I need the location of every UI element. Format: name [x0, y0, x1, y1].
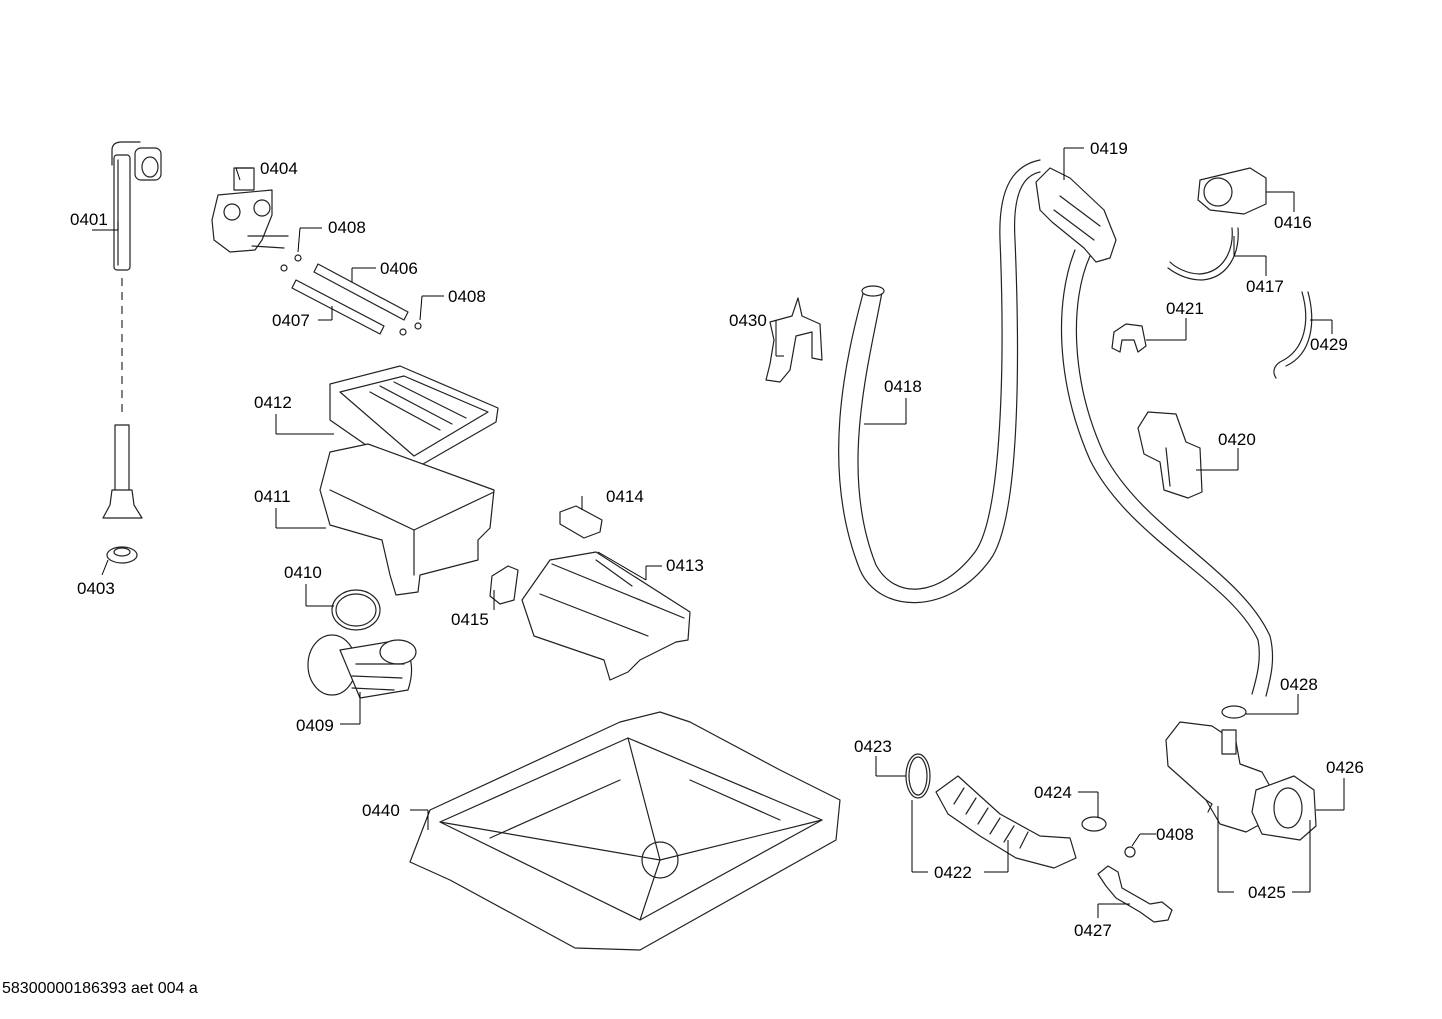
callout-0420: 0420 [1218, 430, 1256, 449]
callout-0413: 0413 [666, 556, 704, 575]
part-0411-dispenser-housing [319, 443, 495, 596]
callout-0418: 0418 [884, 377, 922, 396]
part-0408-hose-clamps [280, 254, 1136, 858]
part-0416-pressure-switch [1197, 167, 1267, 215]
part-0413-drawer [521, 551, 691, 681]
part-0406-0407-tubes [291, 263, 409, 335]
callout-0428: 0428 [1280, 675, 1318, 694]
callout-0401: 0401 [70, 210, 108, 229]
part-0430-hose-holder [765, 297, 823, 383]
callout-0408-bottom: 0408 [1156, 825, 1194, 844]
callout-0407: 0407 [272, 311, 310, 330]
part-0421-clip [1111, 323, 1147, 353]
callout-0430: 0430 [729, 311, 767, 330]
part-0420-bracket [1137, 411, 1203, 499]
part-0414-siphon-cap [559, 505, 603, 539]
callout-0422: 0422 [934, 863, 972, 882]
callout-0425: 0425 [1248, 883, 1286, 902]
callout-0424: 0424 [1034, 783, 1072, 802]
part-0418-drain-hose [838, 159, 1274, 697]
part-0417-tube [1167, 227, 1239, 281]
leader-lines [92, 147, 1345, 918]
part-0426-pump-filter [1251, 775, 1317, 841]
callout-0417: 0417 [1246, 277, 1284, 296]
callout-0423: 0423 [854, 737, 892, 756]
callout-0440: 0440 [362, 801, 400, 820]
callout-labels: 0401 0403 0404 0408 0406 0407 0408 0412 … [70, 139, 1364, 940]
part-0428-clamp [1221, 705, 1247, 719]
callout-0404: 0404 [260, 159, 298, 178]
callout-0411: 0411 [254, 487, 291, 506]
part-0404-inlet-valve [211, 167, 289, 253]
part-0424-clamp [1081, 816, 1107, 832]
callout-0427: 0427 [1074, 921, 1112, 940]
callout-0412: 0412 [254, 393, 292, 412]
part-0427-connector [1097, 865, 1173, 923]
callout-0408-top: 0408 [328, 218, 366, 237]
callout-0419: 0419 [1090, 139, 1128, 158]
part-0423-hose-clamp [905, 753, 931, 799]
part-0422-sump-hose [935, 775, 1077, 869]
part-0440-base-plate [409, 711, 841, 951]
callout-0429: 0429 [1310, 335, 1348, 354]
part-0401-inlet-hose [102, 141, 162, 519]
callout-0415: 0415 [451, 610, 489, 629]
part-0410-seal-ring [331, 589, 381, 631]
part-0412-dispenser-cover [329, 365, 499, 471]
callout-0408-mid: 0408 [448, 287, 486, 306]
drawing-id: 58300000186393 aet 004 a [2, 980, 198, 997]
callout-0421: 0421 [1166, 299, 1204, 318]
part-0415-flap [489, 565, 519, 605]
callout-0406: 0406 [380, 259, 418, 278]
part-0419-hose-bracket [1035, 167, 1117, 263]
part-0403-filter [106, 546, 138, 564]
callout-0409: 0409 [296, 716, 334, 735]
callout-0403: 0403 [77, 579, 115, 598]
part-0429-tube [1273, 291, 1313, 379]
callout-0414: 0414 [606, 487, 644, 506]
callout-0410: 0410 [284, 563, 322, 582]
callout-0426: 0426 [1326, 758, 1364, 777]
callout-0416: 0416 [1274, 213, 1312, 232]
part-0409-bellows [307, 634, 417, 699]
